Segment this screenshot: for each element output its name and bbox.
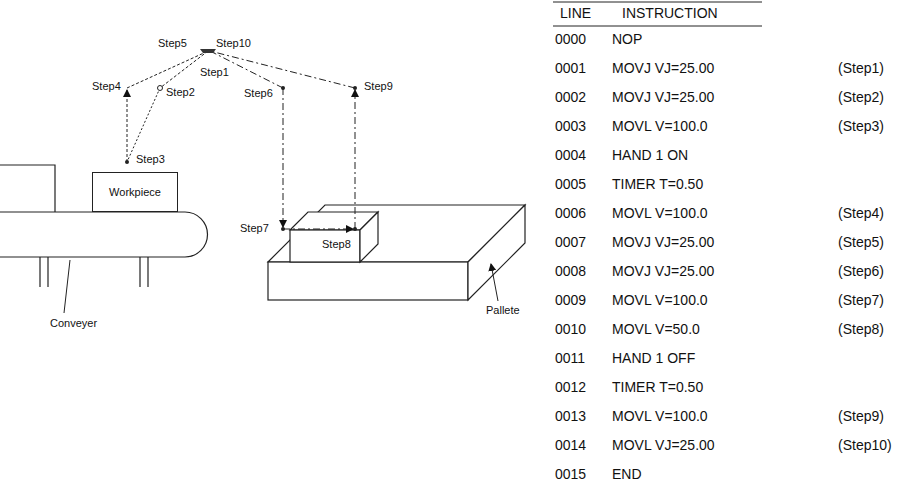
step-note: (Step4) <box>838 205 884 221</box>
path-point <box>158 86 163 91</box>
step-label: Step10 <box>216 37 251 50</box>
conveyor <box>0 165 208 287</box>
step-note: (Step1) <box>838 60 884 76</box>
step-note: (Step8) <box>838 321 884 337</box>
instruction: TIMER T=0.50 <box>612 379 703 395</box>
step-label: Step7 <box>240 222 269 235</box>
line-number: 0010 <box>555 321 586 337</box>
line-number: 0008 <box>555 263 586 279</box>
table-rule <box>553 26 762 27</box>
part-name: Pallete <box>486 304 520 317</box>
path-point <box>353 86 357 90</box>
step-label: Step8 <box>322 238 351 251</box>
step-label: Step6 <box>244 87 273 100</box>
instruction: MOVJ VJ=25.00 <box>612 263 714 279</box>
instruction: MOVJ VJ=25.00 <box>612 89 714 105</box>
leader-arrow <box>491 264 498 301</box>
step-note: (Step10) <box>838 437 892 453</box>
instruction: MOVL V=100.0 <box>612 408 708 424</box>
pick-path <box>127 51 208 162</box>
step-label: Step4 <box>92 80 121 93</box>
instruction: HAND 1 OFF <box>612 350 695 366</box>
step-note: (Step5) <box>838 234 884 250</box>
line-number: 0002 <box>555 89 586 105</box>
path-point <box>353 227 357 231</box>
instruction: TIMER T=0.50 <box>612 176 703 192</box>
pallet <box>268 205 525 300</box>
line-number: 0004 <box>555 147 586 163</box>
line-number: 0013 <box>555 408 586 424</box>
instruction: MOVL V=100.0 <box>612 118 708 134</box>
line-number: 0012 <box>555 379 586 395</box>
gripper-symbol <box>200 49 216 53</box>
path-point <box>281 227 285 231</box>
instruction: MOVL V=100.0 <box>612 292 708 308</box>
step-note: (Step2) <box>838 89 884 105</box>
line-number: 0014 <box>555 437 586 453</box>
instruction: MOVL V=50.0 <box>612 321 700 337</box>
path-point <box>281 86 285 90</box>
instruction: MOVJ VJ=25.00 <box>612 234 714 250</box>
line-number: 0006 <box>555 205 586 221</box>
step-note: (Step3) <box>838 118 884 134</box>
table-header: LINE <box>560 5 591 21</box>
line-number: 0015 <box>555 466 586 482</box>
line-number: 0007 <box>555 234 586 250</box>
line-number: 0000 <box>555 31 586 47</box>
node-text: Workpiece <box>109 186 161 198</box>
step-note: (Step7) <box>838 292 884 308</box>
table-rule <box>553 2 762 3</box>
step-note: (Step6) <box>838 263 884 279</box>
workpiece-box: Workpiece <box>92 172 178 212</box>
line-number: 0011 <box>555 350 585 366</box>
line-number: 0001 <box>555 60 586 76</box>
step-label: Step1 <box>200 66 229 79</box>
step-label: Step2 <box>166 86 195 99</box>
path-point <box>125 160 129 164</box>
line-number: 0003 <box>555 118 586 134</box>
instruction: HAND 1 ON <box>612 147 688 163</box>
step-label: Step9 <box>364 80 393 93</box>
place-path <box>210 51 355 229</box>
instruction: END <box>612 466 642 482</box>
instruction: MOVJ VJ=25.00 <box>612 60 714 76</box>
instruction: MOVL VJ=25.00 <box>612 437 715 453</box>
step-label: Step5 <box>158 37 187 50</box>
leader-line <box>64 260 70 313</box>
instruction: NOP <box>612 31 642 47</box>
line-number: 0005 <box>555 176 586 192</box>
instruction: MOVL V=100.0 <box>612 205 708 221</box>
step-label: Step3 <box>136 153 165 166</box>
part-name: Conveyer <box>50 317 97 330</box>
line-number: 0009 <box>555 292 586 308</box>
step-note: (Step9) <box>838 408 884 424</box>
table-header: INSTRUCTION <box>622 5 718 21</box>
